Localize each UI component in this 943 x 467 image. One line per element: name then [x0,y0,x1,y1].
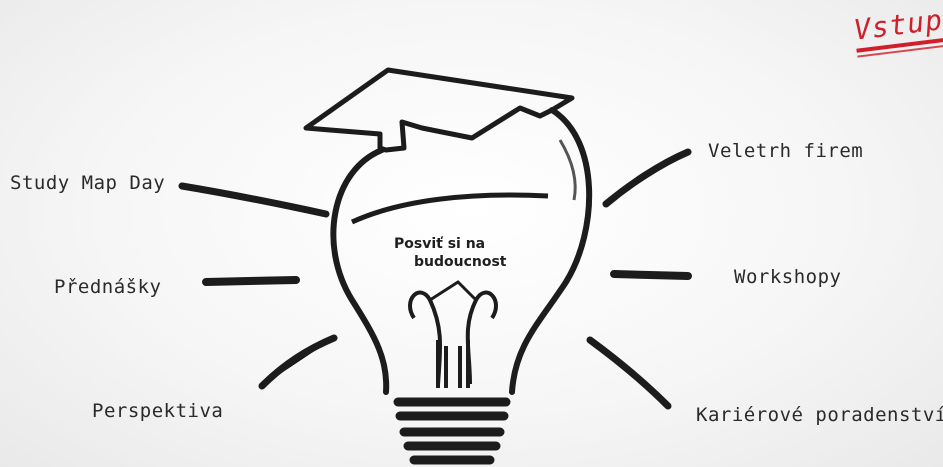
bulb-tagline-line2: budoucnost [414,254,507,270]
nav-link-workshopy[interactable]: Workshopy [734,266,841,288]
nav-link-veletrh-firem[interactable]: Veletrh firem [708,140,863,162]
nav-link-study-map-day[interactable]: Study Map Day [10,172,165,194]
bulb-base [398,402,506,460]
nav-link-prednasky[interactable]: Přednášky [54,276,161,298]
vstup-button[interactable]: Vstup [852,3,943,74]
nav-link-karierove-poradenstvi[interactable]: Kariérové poradenství [696,404,943,426]
graduation-cap-icon [306,70,572,150]
nav-link-perspektiva[interactable]: Perspektiva [92,400,223,422]
bulb-tagline-line1: Posviť si na [394,236,485,252]
